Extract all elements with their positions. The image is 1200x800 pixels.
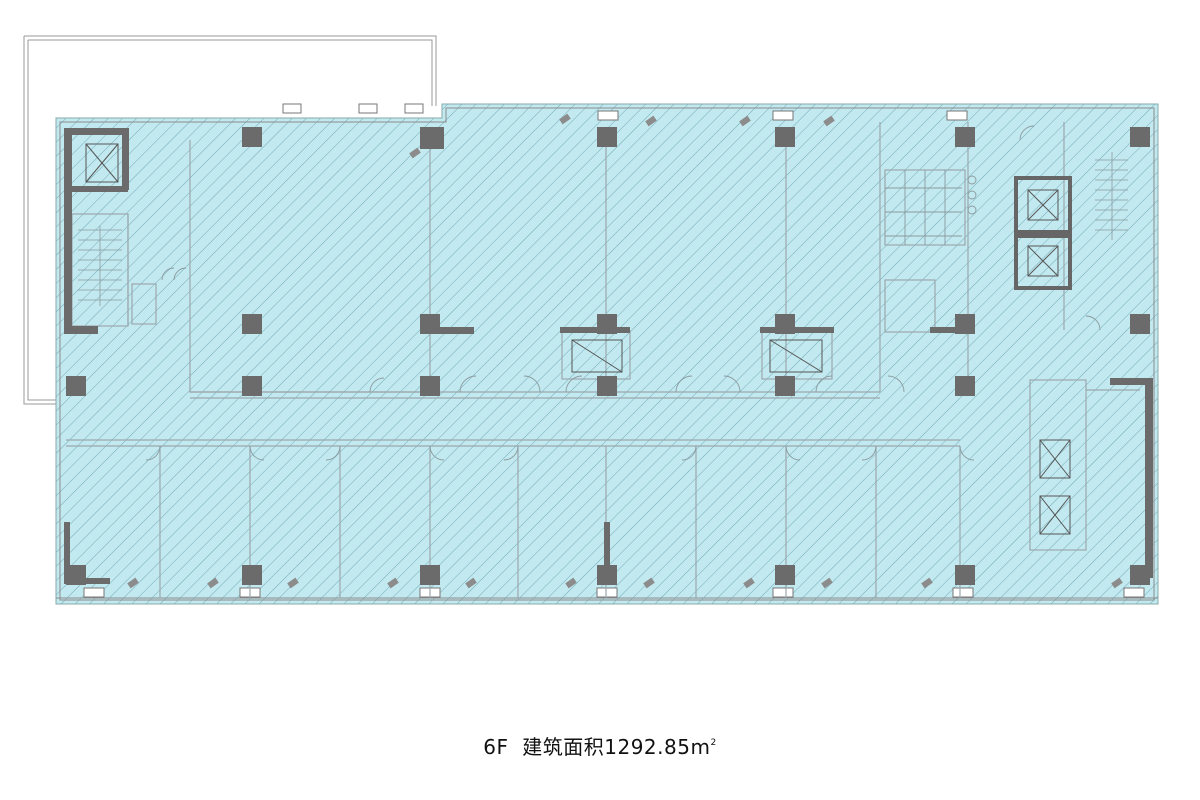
area-value: 1292.85: [604, 735, 691, 759]
elevator-shafts: [85, 143, 1072, 535]
partitions: [66, 122, 1140, 598]
area-label: 建筑面积: [522, 735, 605, 759]
floor-area-hatch: [55, 103, 1159, 605]
exterior-walls: [56, 107, 1158, 601]
restroom-stalls: [885, 170, 977, 245]
structural-columns: [66, 127, 1150, 585]
door-swings: [145, 125, 1101, 461]
floor-label: 6F: [483, 735, 509, 759]
east-stair: [1095, 152, 1128, 240]
top-wall-vents: [282, 103, 968, 121]
area-unit: m: [690, 735, 711, 759]
ac-units: [127, 113, 1123, 589]
terrace-outline: [23, 35, 437, 405]
west-stair: [78, 226, 122, 306]
area-unit-superscript: 2: [710, 738, 717, 748]
core-walls: [64, 127, 1153, 584]
floor-area-caption: 6F 建筑面积1292.85m2: [0, 731, 1200, 760]
